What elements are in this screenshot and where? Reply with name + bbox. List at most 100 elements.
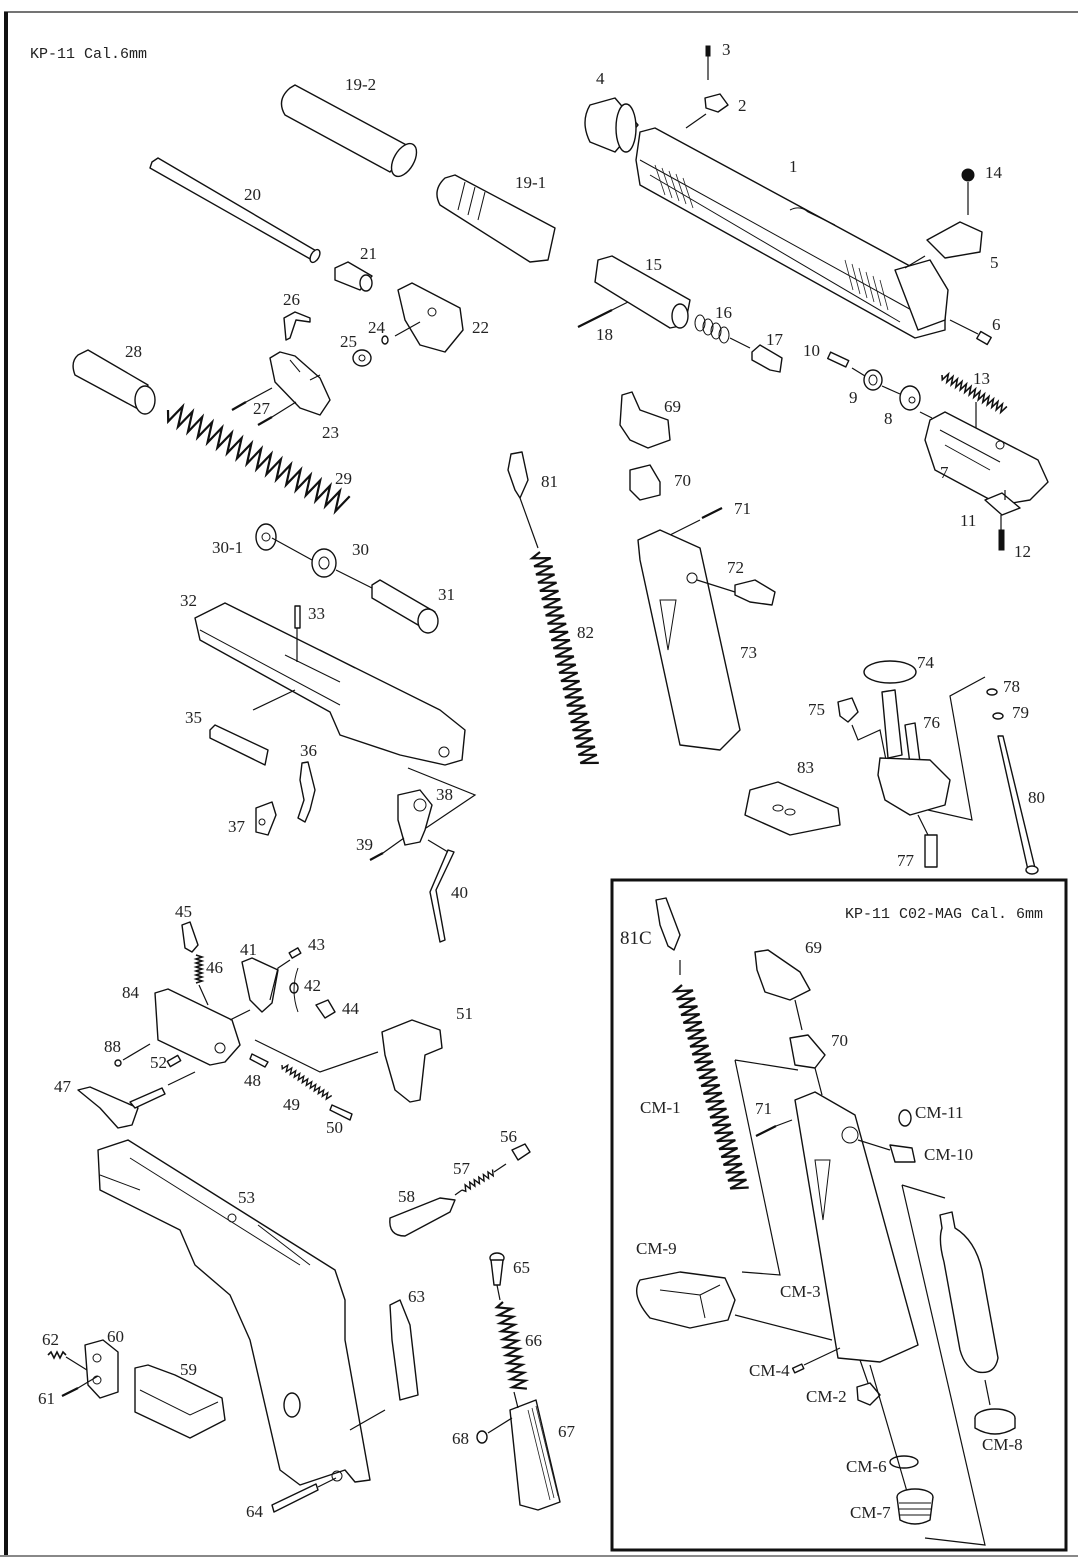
label-40: 40 [451,883,468,902]
label-63: 63 [408,1287,425,1306]
inset-label-81c: 81C [620,928,652,949]
inset-label-cm3: CM-3 [780,1282,821,1301]
label-88: 88 [104,1037,121,1056]
inset-part-cm7-base-valve [896,1488,934,1525]
inset-panel-title: KP-11 C02-MAG Cal. 6mm [845,906,1043,923]
label-2: 2 [738,96,747,115]
label-68: 68 [452,1429,469,1448]
inset-label-cm6: CM-6 [846,1457,887,1476]
part-71-pin [669,507,723,536]
inset-part-cm8-end-cap [974,1379,1016,1435]
part-69-follower-top [619,391,671,449]
label-8: 8 [884,409,893,428]
label-25: 25 [340,332,357,351]
part-31-guide-rod [335,569,439,634]
label-19-2: 19-2 [345,75,376,94]
label-58: 58 [398,1187,415,1206]
part-81-follower-head [507,451,539,549]
label-29: 29 [335,469,352,488]
label-43: 43 [308,935,325,954]
label-18: 18 [596,325,613,344]
label-30-1: 30-1 [212,538,243,557]
part-3-pin [705,45,711,80]
label-69: 69 [664,397,681,416]
label-59: 59 [180,1360,197,1379]
label-4: 4 [596,69,605,88]
part-42-spring [289,967,299,1013]
part-32-upper-frame [194,602,466,766]
label-49: 49 [283,1095,300,1114]
inset-part-81c-follower-head [655,897,681,975]
part-57-spring [454,1163,507,1196]
part-88-screw [114,1043,151,1067]
label-47: 47 [54,1077,72,1096]
part-30-1-washer [255,523,277,551]
inset-part-cm10-valve [857,1139,916,1163]
label-67: 67 [558,1422,576,1441]
part-51-grip-safety [254,1019,443,1103]
part-22-hop-chamber [394,282,464,353]
label-14: 14 [985,163,1003,182]
part-29-recoil-spring [166,402,351,515]
part-48-plunger [249,1053,269,1068]
part-68-pin [476,1417,513,1444]
label-60: 60 [107,1327,124,1346]
label-19-1: 19-1 [515,173,546,192]
label-76: 76 [923,713,940,732]
part-77-screw [917,814,938,868]
part-15-nozzle [594,255,691,329]
label-46: 46 [206,958,223,977]
part-44-safety-detent [315,999,336,1019]
label-75: 75 [808,700,825,719]
inset-label-cm7: CM-7 [850,1503,891,1522]
label-61: 61 [38,1389,55,1408]
inset-part-cm11-o-ring [898,1109,912,1127]
label-77: 77 [897,851,915,870]
label-44: 44 [342,999,360,1018]
label-15: 15 [645,255,662,274]
part-1-slide [635,127,949,339]
part-9-washer [851,367,883,391]
part-20-inner-barrel [149,157,321,264]
part-82-mag-spring [529,551,599,765]
part-4-bushing [584,97,639,153]
label-5: 5 [990,253,999,272]
inset-part-co2-cartridge [901,1184,999,1546]
part-76-gas-base [877,689,951,816]
part-41-trigger-bar [241,957,279,1013]
label-82: 82 [577,623,594,642]
inset-label-cm1: CM-1 [640,1098,681,1117]
label-83: 83 [797,758,814,777]
part-33-screw [294,605,301,662]
part-21-bucking [334,261,373,292]
part-78-ring [927,676,998,821]
part-37-sear [255,801,277,836]
inset-part-71-pin [755,1119,793,1137]
label-9: 9 [849,388,858,407]
part-58-slide-stop [389,1197,456,1237]
label-1: 1 [789,157,798,176]
part-70-follower [629,464,661,501]
label-51: 51 [456,1004,473,1023]
inset-label-cm2: CM-2 [806,1387,847,1406]
part-11-plate [984,490,1021,516]
part-74-o-ring [863,660,917,684]
label-31: 31 [438,585,455,604]
part-47-safety-lever [77,1071,196,1129]
part-45-safety-plunger [181,921,199,953]
label-42: 42 [304,976,321,995]
label-11: 11 [960,511,976,530]
part-24-o-ring [381,335,389,345]
label-33: 33 [308,604,325,623]
part-14-sight-screw [961,168,975,215]
part-66-spring [494,1301,530,1390]
label-66: 66 [525,1331,542,1350]
label-12: 12 [1014,542,1031,561]
label-73: 73 [740,643,757,662]
inset-part-cm3-magazine-body [734,1059,919,1363]
part-43-screw [269,947,302,1001]
part-60-mainspring-housing-block [84,1339,119,1399]
part-39-pin [369,837,405,861]
inset-part-70-follower-block [789,1034,826,1096]
